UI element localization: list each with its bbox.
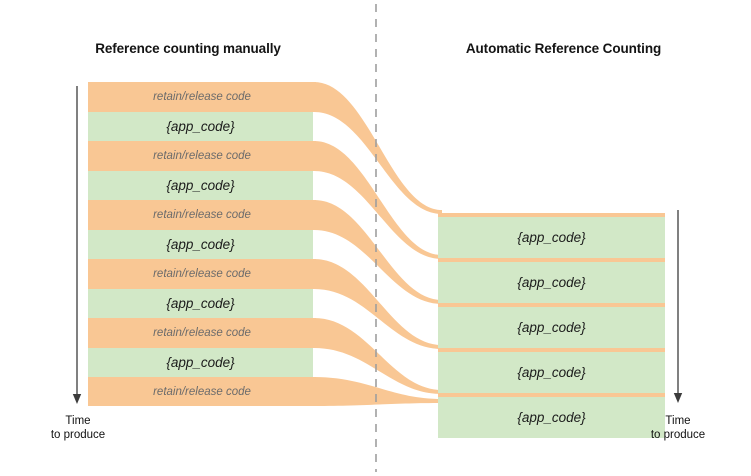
right-block-app-code-3: {app_code} (438, 307, 665, 348)
caption-right-line-2: to produce (650, 429, 706, 441)
block-label: retain/release code (153, 327, 251, 339)
right-separator-2 (438, 258, 665, 262)
left-block-retain-release-3: retain/release code (88, 141, 316, 171)
block-label: {app_code} (517, 320, 586, 335)
right-separator-5 (438, 393, 665, 397)
heading-manual-reference-counting: Reference counting manually (95, 41, 281, 56)
block-label: {app_code} (166, 355, 235, 370)
left-block-retain-release-11: retain/release code (88, 377, 316, 406)
block-label: {app_code} (166, 296, 235, 311)
ribbon-4 (314, 259, 442, 349)
left-block-retain-release-1: retain/release code (88, 82, 316, 112)
left-block-app-code-10: {app_code} (88, 348, 313, 377)
caption-right-line-1: Time (665, 415, 691, 427)
ribbon-6 (314, 377, 442, 406)
block-label: {app_code} (517, 275, 586, 290)
time-arrow-right-head (673, 393, 683, 403)
ribbon-5 (314, 318, 442, 394)
block-label: {app_code} (166, 119, 235, 134)
right-block-app-code-5: {app_code} (438, 397, 665, 438)
block-label: {app_code} (166, 178, 235, 193)
right-block-app-code-1: {app_code} (438, 217, 665, 258)
left-block-retain-release-5: retain/release code (88, 200, 316, 230)
right-separator-3 (438, 303, 665, 307)
block-label: {app_code} (517, 230, 586, 245)
left-block-retain-release-9: retain/release code (88, 318, 316, 348)
caption-left-line-1: Time (65, 415, 91, 427)
block-label: {app_code} (517, 365, 586, 380)
left-block-app-code-2: {app_code} (88, 112, 313, 141)
heading-automatic-reference-counting: Automatic Reference Counting (465, 41, 662, 56)
left-block-app-code-4: {app_code} (88, 171, 313, 200)
right-block-app-code-4: {app_code} (438, 352, 665, 393)
ribbon-2 (314, 141, 442, 259)
time-arrow-left-head (72, 394, 82, 404)
caption-time-to-produce-left: Time to produce (18, 414, 138, 442)
block-label: {app_code} (166, 237, 235, 252)
left-block-retain-release-7: retain/release code (88, 259, 316, 289)
time-arrows-group (72, 86, 683, 404)
ribbon-3 (314, 200, 442, 304)
right-separator-4 (438, 348, 665, 352)
ribbon-1 (314, 82, 442, 214)
block-label: retain/release code (153, 268, 251, 280)
right-separator-1 (438, 213, 665, 217)
left-block-app-code-6: {app_code} (88, 230, 313, 259)
right-block-app-code-2: {app_code} (438, 262, 665, 303)
caption-time-to-produce-right: Time to produce (618, 414, 738, 442)
block-label: retain/release code (153, 209, 251, 221)
ribbon-flow-group (314, 82, 442, 406)
block-label: retain/release code (153, 385, 251, 398)
left-block-app-code-8: {app_code} (88, 289, 313, 318)
caption-left-line-2: to produce (50, 429, 106, 441)
block-label: retain/release code (153, 150, 251, 162)
block-label: {app_code} (517, 410, 586, 425)
block-label: retain/release code (153, 91, 251, 103)
